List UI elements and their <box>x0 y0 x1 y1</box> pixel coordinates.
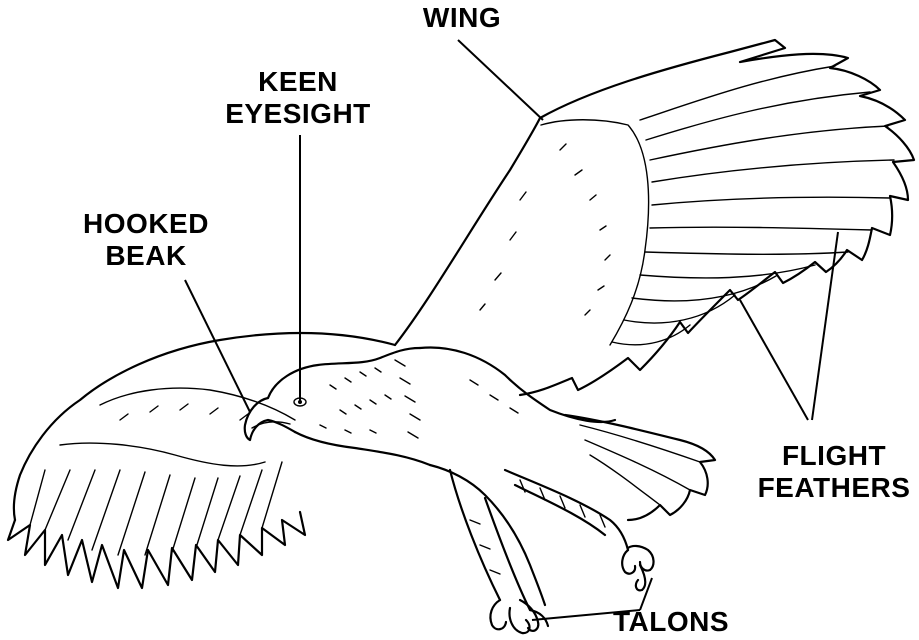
label-flight-line1: FLIGHT <box>752 440 916 472</box>
label-keen-eyesight: KEEN EYESIGHT <box>178 66 418 130</box>
label-keen-line2: EYESIGHT <box>178 98 418 130</box>
label-flight-line2: FEATHERS <box>752 472 916 504</box>
label-keen-line1: KEEN <box>178 66 418 98</box>
label-flight-feathers: FLIGHT FEATHERS <box>752 440 916 504</box>
label-talons-text: TALONS <box>613 606 729 637</box>
label-wing-text: WING <box>423 2 501 33</box>
label-hooked-line1: HOOKED <box>56 208 236 240</box>
left-wing <box>8 333 395 588</box>
label-talons: TALONS <box>586 606 756 638</box>
label-hooked-line2: BEAK <box>56 240 236 272</box>
feathers-leader-b <box>812 232 838 420</box>
beak-outline <box>245 398 295 440</box>
feathers-leader-a <box>740 300 808 420</box>
label-hooked-beak: HOOKED BEAK <box>56 208 236 272</box>
label-wing: WING <box>412 2 512 34</box>
wing-leader <box>458 40 543 120</box>
right-wing <box>395 40 914 395</box>
